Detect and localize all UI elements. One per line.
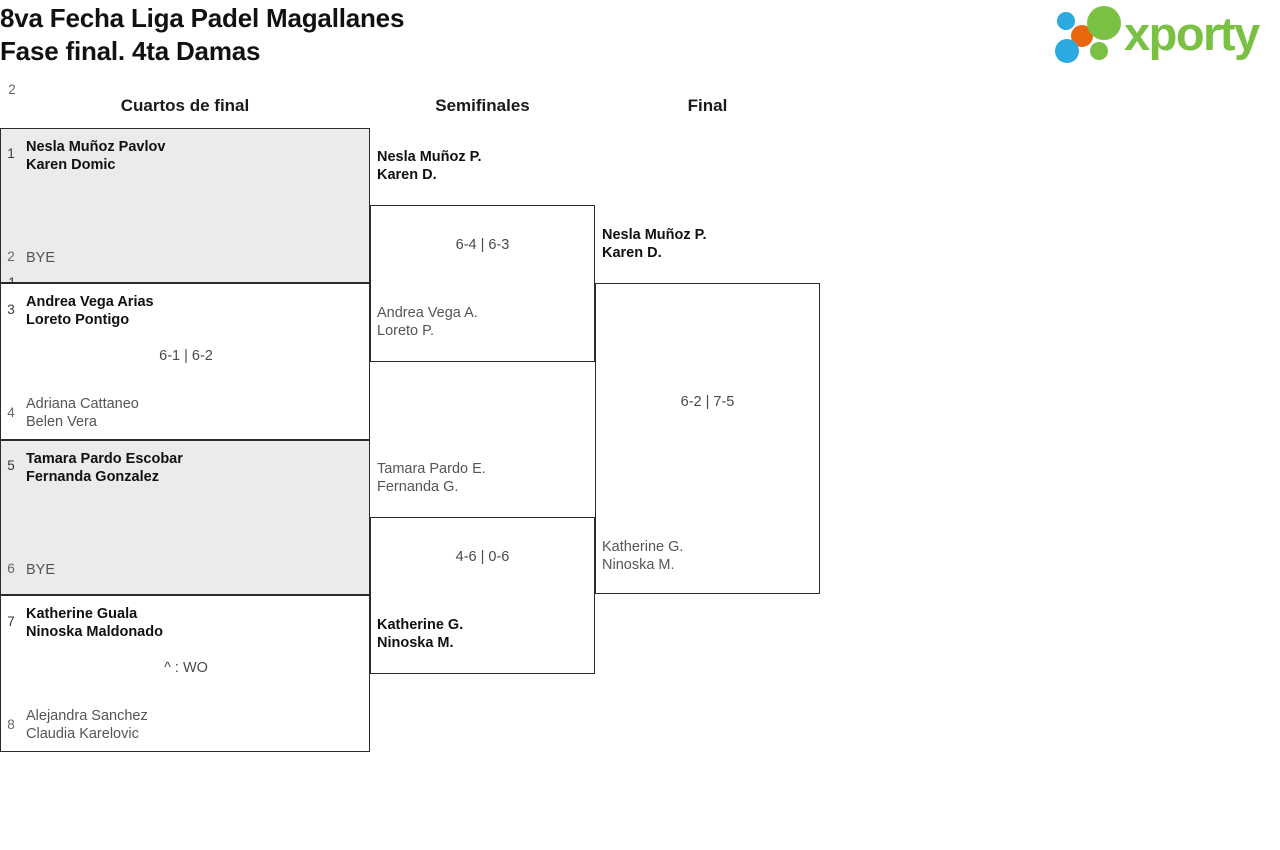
round-header-semifinals: Semifinales: [435, 96, 530, 115]
seed-number: 1: [3, 275, 21, 290]
match-box-final[interactable]: 6-2 | 7-5: [595, 283, 820, 594]
seed-number: 2: [8, 82, 16, 97]
competitor-name[interactable]: Andrea Vega Arias Loreto Pontigo: [26, 294, 154, 328]
logo-dots-icon: [1055, 6, 1121, 63]
seed-number-4: 4: [7, 405, 15, 420]
round-header-quarterfinals: Cuartos de final: [120, 96, 250, 115]
round-header-final: Final: [687, 96, 728, 115]
match-box-sf-1[interactable]: 6-4 | 6-3: [370, 205, 595, 362]
brand-wordmark: xporty: [1124, 7, 1260, 60]
page-header: 8va Fecha Liga Padel Magallanes Fase fin…: [0, 0, 1280, 75]
seed-number-5: 5: [7, 458, 15, 473]
competitor-name[interactable]: Tamara Pardo Escobar Fernanda Gonzalez: [26, 451, 183, 485]
seed-number-8: 8: [7, 717, 15, 732]
sf-1-top-competitor[interactable]: Nesla Muñoz P. Karen D.: [377, 149, 482, 183]
page-title: 8va Fecha Liga Padel Magallanes Fase fin…: [0, 3, 405, 66]
match-score: 6-4 | 6-3: [455, 237, 510, 253]
seed-number-7: 7: [7, 614, 15, 629]
sf-2-bottom-competitor[interactable]: Katherine G. Ninoska M.: [377, 617, 464, 651]
match-box-qf-4[interactable]: Katherine Guala Ninoska Maldonado ^ : WO…: [0, 595, 370, 752]
bye-label: BYE: [26, 562, 56, 578]
seed-number-3: 3: [7, 302, 15, 317]
match-box-sf-2[interactable]: 4-6 | 0-6: [370, 517, 595, 674]
xporty-logo[interactable]: xporty: [1052, 6, 1276, 66]
match-score: 6-1 | 6-2: [159, 348, 213, 364]
competitor-name[interactable]: Nesla Muñoz Pavlov Karen Domic: [26, 139, 166, 173]
competitor-name[interactable]: Katherine Guala Ninoska Maldonado: [26, 606, 163, 640]
final-bottom-competitor[interactable]: Katherine G. Ninoska M.: [602, 539, 684, 573]
competitor-name[interactable]: Adriana Cattaneo Belen Vera: [26, 396, 139, 430]
final-top-competitor[interactable]: Nesla Muñoz P. Karen D.: [602, 227, 707, 261]
seed-number-6: 6: [7, 561, 15, 576]
seed-number-2: 2: [7, 249, 15, 264]
match-score: ^ : WO: [164, 660, 208, 676]
bye-label: BYE: [26, 250, 56, 266]
match-score: 6-2 | 7-5: [680, 394, 735, 410]
competitor-name[interactable]: Alejandra Sanchez Claudia Karelovic: [26, 708, 148, 742]
sf-1-bottom-competitor[interactable]: Andrea Vega A. Loreto P.: [377, 305, 478, 339]
match-box-qf-2[interactable]: Andrea Vega Arias Loreto Pontigo 6-1 | 6…: [0, 283, 370, 440]
sf-2-top-competitor[interactable]: Tamara Pardo E. Fernanda G.: [377, 461, 486, 495]
match-box-qf-1[interactable]: 1 Nesla Muñoz Pavlov Karen Domic 2 BYE: [0, 82, 370, 290]
seed-number-1: 1: [7, 146, 15, 161]
match-score: 4-6 | 0-6: [455, 549, 510, 565]
match-box-qf-3[interactable]: Tamara Pardo Escobar Fernanda Gonzalez B…: [0, 440, 370, 595]
